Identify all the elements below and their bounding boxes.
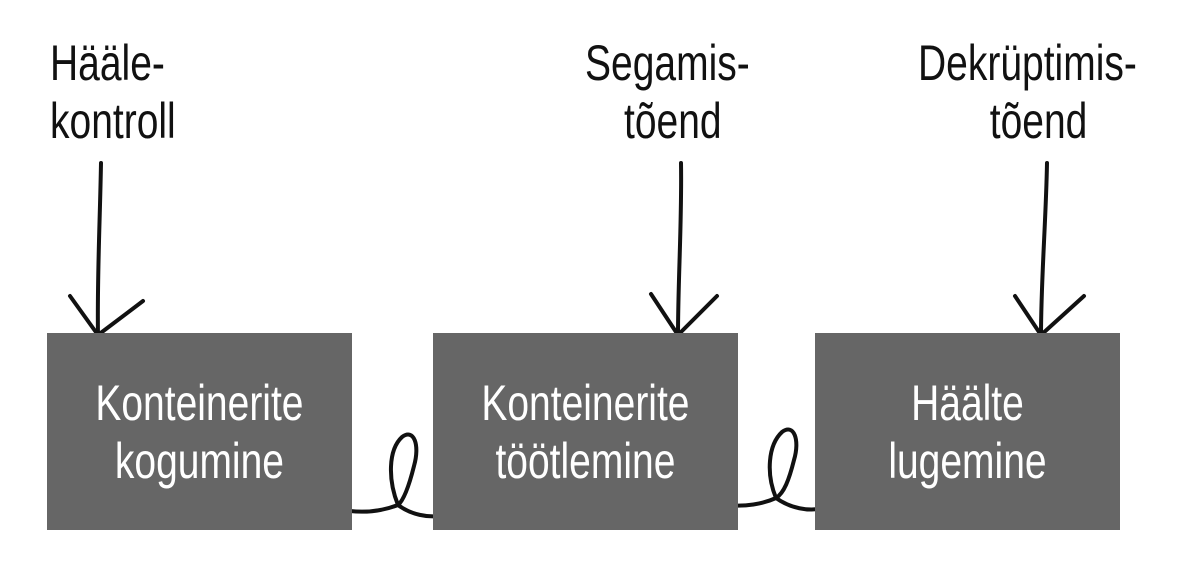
stage-box-label: Konteinerite töötlemine (481, 374, 689, 490)
arrow-shaft (95, 161, 103, 337)
stage-box-label: Konteinerite kogumine (95, 374, 303, 490)
loop-connector (725, 427, 827, 512)
input-label-segamistoend: Segamis- tõend (585, 34, 750, 150)
arrow-shaft (676, 161, 684, 337)
stage-box-label: Häälte lugemine (888, 374, 1046, 490)
stage-box-lugemine: Häälte lugemine (815, 333, 1120, 530)
stage-box-line: kogumine (114, 432, 285, 489)
stage-box-line: Häälte (911, 374, 1024, 431)
input-label-line: Segamis- (585, 35, 750, 91)
stage-box-tootlemine: Konteinerite töötlemine (433, 333, 738, 530)
input-label-line: Hääle- (50, 35, 165, 91)
input-label-haalekontroll: Hääle- kontroll (50, 34, 176, 150)
arrow-head (68, 294, 145, 337)
stage-box-line: lugemine (888, 432, 1047, 489)
input-label-line: kontroll (50, 93, 176, 149)
stage-box-line: töötlemine (495, 432, 676, 489)
stage-box-line: Konteinerite (481, 374, 690, 431)
stage-box-line: Konteinerite (95, 374, 304, 431)
stage-box-kogumine: Konteinerite kogumine (47, 333, 352, 530)
loop-connector (348, 432, 448, 519)
input-label-dekruptimistoend: Dekrüptimis- tõend (918, 34, 1137, 150)
input-label-line: tõend (989, 93, 1088, 149)
input-label-line: tõend (624, 93, 722, 149)
arrow-head (1013, 294, 1086, 337)
input-label-line: Dekrüptimis- (918, 35, 1137, 91)
arrow-head (649, 292, 719, 337)
arrow-shaft (1039, 161, 1049, 337)
